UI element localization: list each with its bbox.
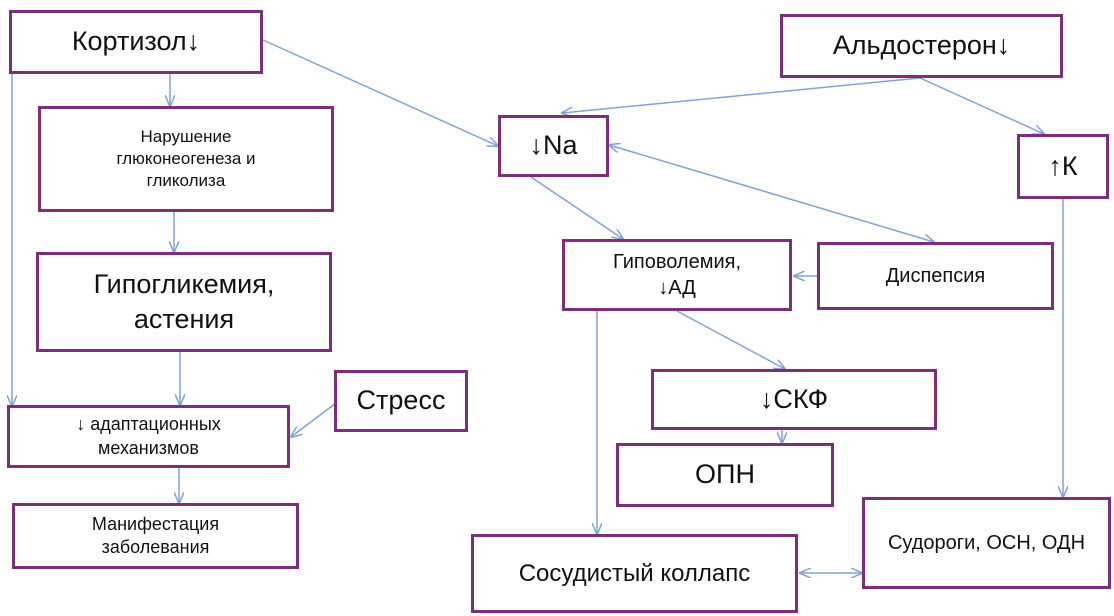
node-opn: ОПН <box>616 443 834 507</box>
arrow-aldosterone-to-na <box>562 77 921 113</box>
arrow-na-to-hypovolemia <box>530 176 623 239</box>
node-hypovolemia: Гиповолемия, ↓АД <box>562 239 792 311</box>
node-collapse: Сосудистый коллапс <box>471 534 798 613</box>
node-dyspepsia: Диспепсия <box>817 242 1054 310</box>
node-convulsions: Судороги, ОСН, ОДН <box>862 497 1111 589</box>
arrow-dyspepsia-na-bidirectional <box>609 145 934 242</box>
arrow-stress-to-adapt <box>291 402 337 437</box>
node-stress: Стресс <box>334 370 468 432</box>
arrow-aldosterone-to-k <box>919 77 1044 134</box>
arrow-cortisol-to-na <box>262 39 498 146</box>
node-hypoglycemia: Гипогликемия, астения <box>36 252 332 352</box>
node-aldosterone: Альдостерон↓ <box>780 14 1063 78</box>
node-cortisol: Кортизол↓ <box>9 10 263 74</box>
node-glyco: Нарушение глюконеогенеза и гликолиза <box>38 106 334 212</box>
node-adapt: ↓ адаптационных механизмов <box>7 405 290 468</box>
node-na: ↓Na <box>498 115 609 177</box>
node-skf: ↓СКФ <box>651 369 937 430</box>
arrow-hypovolemia-to-skf <box>676 310 785 369</box>
node-k: ↑К <box>1017 134 1109 199</box>
node-manifest: Манифестация заболевания <box>12 503 299 569</box>
